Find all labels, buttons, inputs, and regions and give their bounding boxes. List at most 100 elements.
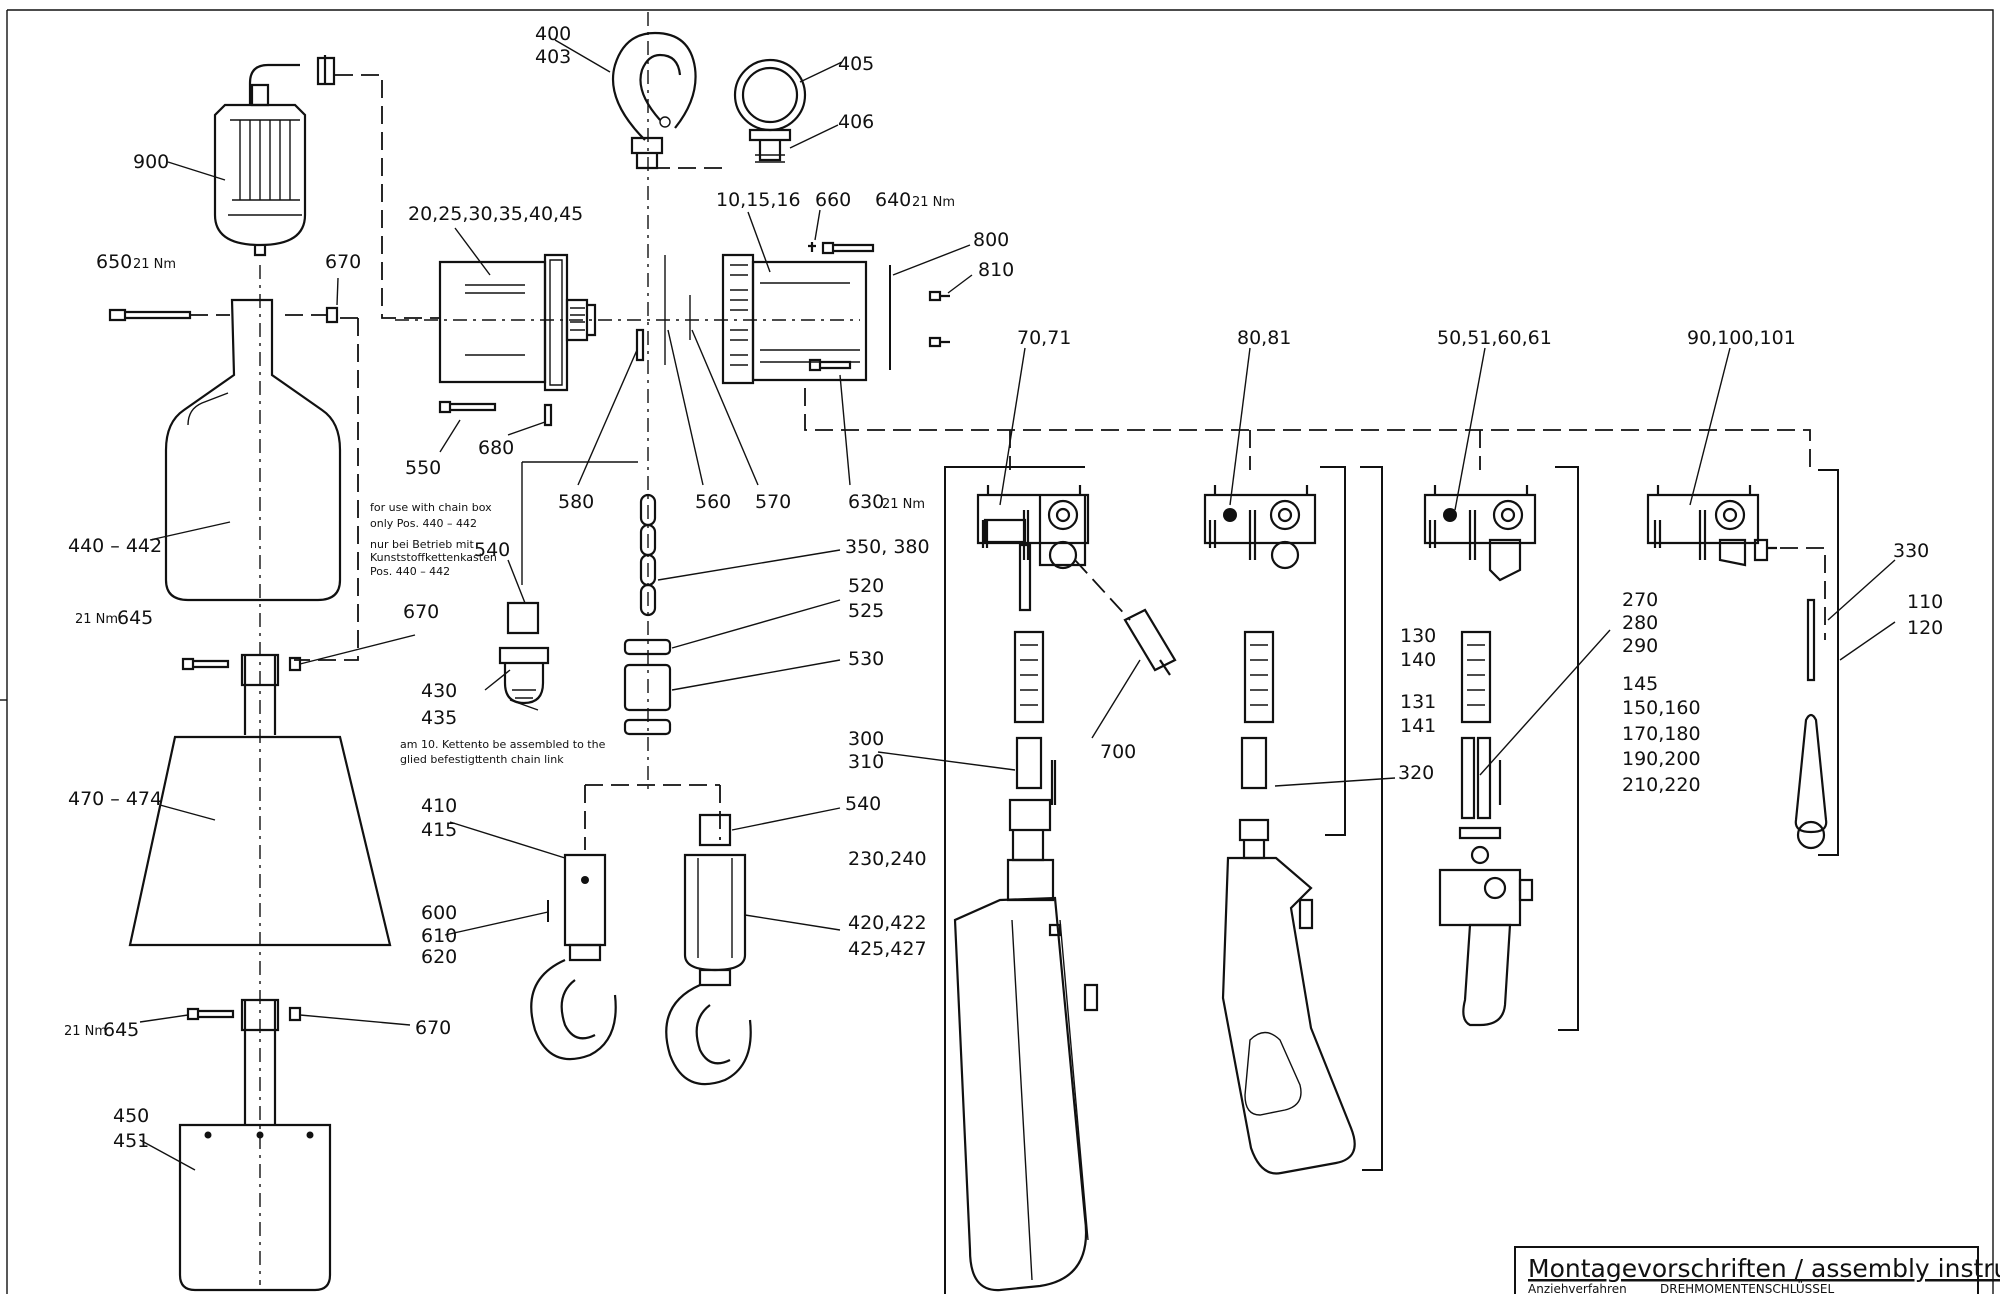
bracket-130: [1320, 466, 1346, 836]
label-130: 130: [1400, 625, 1436, 647]
label-131: 131: [1400, 691, 1436, 713]
note-link-en-2: tenth chain link: [478, 753, 564, 766]
chain-stop-link: [521, 461, 638, 585]
label-530: 530: [848, 648, 884, 670]
label-50: 50,51,60,61: [1437, 327, 1552, 349]
screws-810: [928, 290, 950, 348]
chain-bag-440: [164, 298, 342, 602]
label-400: 400: [535, 23, 571, 45]
label-560: 560: [695, 491, 731, 513]
label-141: 141: [1400, 715, 1436, 737]
dash-330: [1780, 547, 1826, 640]
title-block-col2: DREHMOMENTENSCHLÜSSEL: [1660, 1280, 1834, 1294]
bracket-110: [1818, 469, 1839, 856]
label-110: 110: [1907, 591, 1943, 613]
bracket-131: [1360, 466, 1383, 1171]
label-405: 405: [838, 53, 874, 75]
hook-410: [530, 853, 617, 1061]
dash-650: [190, 314, 360, 319]
note-chainbox-de-2: Kunststoffkettenkasten: [370, 551, 497, 564]
bracket-145: [1555, 466, 1579, 1031]
chain-350: [639, 493, 657, 617]
buffers-520-530: [623, 638, 672, 736]
title-block-col1: Anziehverfahren: [1528, 1282, 1627, 1294]
screws-550-680: [438, 400, 553, 427]
pendant-80: [1203, 485, 1356, 1175]
label-630-torque: 21 Nm: [882, 497, 925, 512]
dash-700: [1074, 559, 1131, 621]
plug-700: [1123, 608, 1177, 676]
label-190: 190,200: [1622, 748, 1701, 770]
swivel-405: [733, 58, 807, 163]
label-403: 403: [535, 46, 571, 68]
label-440: 440 – 442: [68, 535, 162, 557]
label-800: 800: [973, 229, 1009, 251]
part-labels: 900 650 21 Nm 670 440 – 442 21 Nm 645 67…: [64, 23, 1943, 1152]
pendant-50: [1423, 485, 1537, 1027]
label-470: 470 – 474: [68, 788, 162, 810]
handle-110: [1794, 598, 1828, 850]
label-20: 20,25,30,35,40,45: [408, 203, 583, 225]
label-350: 350, 380: [845, 536, 930, 558]
title-block: Montagevorschriften / assembly instructi…: [1514, 1246, 2000, 1294]
sheet-frame: [6, 9, 1994, 1294]
label-640: 640: [875, 189, 911, 211]
label-810: 810: [978, 259, 1014, 281]
label-210: 210,220: [1622, 774, 1701, 796]
label-435: 435: [421, 707, 457, 729]
plate-580: [635, 328, 645, 362]
label-670-mid: 670: [403, 601, 439, 623]
box-450: [178, 1123, 332, 1292]
label-145: 145: [1622, 673, 1658, 695]
label-406: 406: [838, 111, 874, 133]
label-70: 70,71: [1017, 327, 1071, 349]
label-300: 300: [848, 728, 884, 750]
bolt-645-top: [181, 653, 302, 735]
label-410: 410: [421, 795, 457, 817]
label-630: 630: [848, 491, 884, 513]
title-block-heading: Montagevorschriften / assembly instructi…: [1528, 1254, 2000, 1283]
label-645-bot: 645: [103, 1019, 139, 1041]
bag-470: [128, 735, 392, 947]
label-170: 170,180: [1622, 723, 1701, 745]
label-10: 10,15,16: [716, 189, 801, 211]
label-425: 425,427: [848, 938, 927, 960]
motor-20: [438, 253, 597, 392]
label-270: 270: [1622, 589, 1658, 611]
label-330: 330: [1893, 540, 1929, 562]
hook-400: [611, 31, 697, 170]
label-640-torque: 21 Nm: [912, 195, 955, 210]
label-540-bot: 540: [845, 793, 881, 815]
note-link-de-1: am 10. Ketten-: [400, 738, 482, 751]
label-420: 420,422: [848, 912, 927, 934]
note-chainbox-en-1: for use with chain box: [370, 501, 492, 514]
dash-670-mid: [294, 318, 359, 661]
note-link-en-1: to be assembled to the: [478, 738, 606, 751]
label-645-top: 645: [117, 607, 153, 629]
label-290: 290: [1622, 635, 1658, 657]
chain-stop-430: [498, 601, 550, 711]
label-610: 610: [421, 925, 457, 947]
label-150: 150,160: [1622, 697, 1701, 719]
label-120: 120: [1907, 617, 1943, 639]
label-520: 520: [848, 575, 884, 597]
label-430: 430: [421, 680, 457, 702]
note-chainbox-de-1: nur bei Betrieb mit: [370, 538, 474, 551]
label-451: 451: [113, 1130, 149, 1152]
label-650: 650: [96, 251, 132, 273]
dash-900-motor: [335, 74, 440, 319]
note-chainbox-en-2: only Pos. 440 – 442: [370, 517, 477, 530]
dash-hooks: [584, 784, 721, 850]
label-550: 550: [405, 457, 441, 479]
label-310: 310: [848, 751, 884, 773]
label-600: 600: [421, 902, 457, 924]
nut-670-top: [325, 306, 339, 324]
label-525: 525: [848, 600, 884, 622]
screws-660-640: [808, 241, 875, 372]
bolt-650: [108, 308, 192, 322]
leaders: [139, 39, 1896, 1171]
label-540-top: 540: [474, 539, 510, 561]
label-645-top-torque: 21 Nm: [75, 612, 118, 627]
label-320: 320: [1398, 762, 1434, 784]
